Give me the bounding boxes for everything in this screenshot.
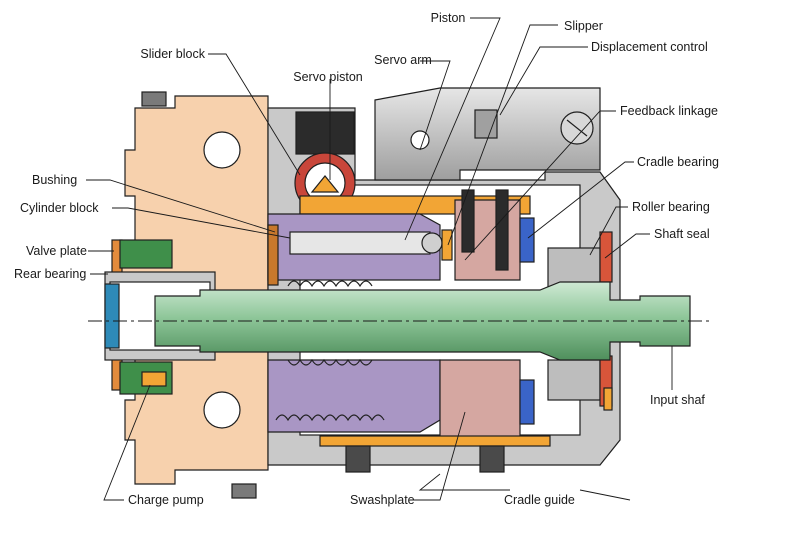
cradle-guide (319, 435, 551, 447)
label-servo-arm: Servo arm (374, 53, 432, 67)
label-cradle-bearing: Cradle bearing (637, 155, 719, 169)
label-slider-block: Slider block (140, 47, 205, 61)
roller-bearing-spacer (603, 387, 613, 411)
slider-block-insert (310, 175, 340, 193)
label-servo-piston: Servo piston (293, 70, 363, 84)
label-cylinder-block: Cylinder block (20, 201, 99, 215)
label-input-shaft: Input shaf (650, 393, 705, 407)
leader-roller-bearing (589, 206, 628, 256)
swashplate-bolt-upper-b (495, 189, 509, 271)
roller-bearing-lower (547, 359, 601, 401)
swashplate-bolt-upper-a (461, 189, 475, 253)
leader-charge-pump (103, 384, 151, 501)
leader-cylinder-block (112, 207, 291, 239)
cradle-bearing-lower (519, 379, 535, 425)
leader-bushing (86, 179, 276, 233)
rear-housing-port-upper (203, 131, 241, 169)
leader-cradle-bearing (527, 161, 634, 239)
control-adjust-slot (566, 119, 588, 137)
leader-slipper (447, 24, 558, 246)
leader-shaft-seal (604, 233, 650, 259)
cradle-guide-bolt-a (345, 445, 371, 473)
rear-bearing-cap (104, 283, 120, 349)
label-slipper: Slipper (564, 19, 603, 33)
rear-housing-port-lower (203, 391, 241, 429)
swash-spring (275, 414, 385, 422)
cylinder-spring-lower (287, 358, 373, 366)
leader-feedback-linkage (464, 110, 616, 261)
rear-bolt-bottom (231, 483, 257, 499)
servo-arm-pivot (410, 130, 430, 150)
label-feedback-linkage: Feedback linkage (620, 104, 718, 118)
leader-slider-block (208, 53, 301, 176)
label-swashplate: Swashplate (350, 493, 415, 507)
leader-piston (404, 17, 501, 241)
piston-ball (421, 232, 443, 254)
leader-displacement-control (499, 46, 588, 116)
label-valve-plate: Valve plate (26, 244, 87, 258)
rear-bolt-top (141, 91, 167, 107)
leader-cradle-guide-a (418, 473, 510, 491)
label-bushing: Bushing (32, 173, 77, 187)
leader-lines (86, 17, 673, 501)
label-roller-bearing: Roller bearing (632, 200, 710, 214)
servo-piston-cap (295, 111, 355, 155)
cylinder-spring-upper (287, 280, 373, 288)
bushing (267, 224, 279, 286)
leader-cradle-guide-b (579, 489, 631, 501)
label-piston: Piston (431, 11, 466, 25)
label-rear-bearing: Rear bearing (14, 267, 86, 281)
cradle-guide-bolt-b (479, 445, 505, 473)
slipper (441, 229, 453, 261)
label-shaft-seal: Shaft seal (654, 227, 710, 241)
charge-pump-upper (119, 239, 173, 269)
cradle-bearing-upper (519, 217, 535, 263)
label-charge-pump: Charge pump (128, 493, 204, 507)
piston (289, 231, 431, 255)
label-displacement-control: Displacement control (591, 40, 708, 54)
cylinder-block (267, 213, 441, 433)
charge-pump-gear (141, 371, 167, 387)
label-cradle-guide: Cradle guide (504, 493, 575, 507)
leader-swashplate (410, 411, 466, 501)
control-hex-plug (474, 109, 498, 139)
leader-servo-arm (419, 60, 451, 151)
roller-bearing-upper (547, 247, 601, 289)
